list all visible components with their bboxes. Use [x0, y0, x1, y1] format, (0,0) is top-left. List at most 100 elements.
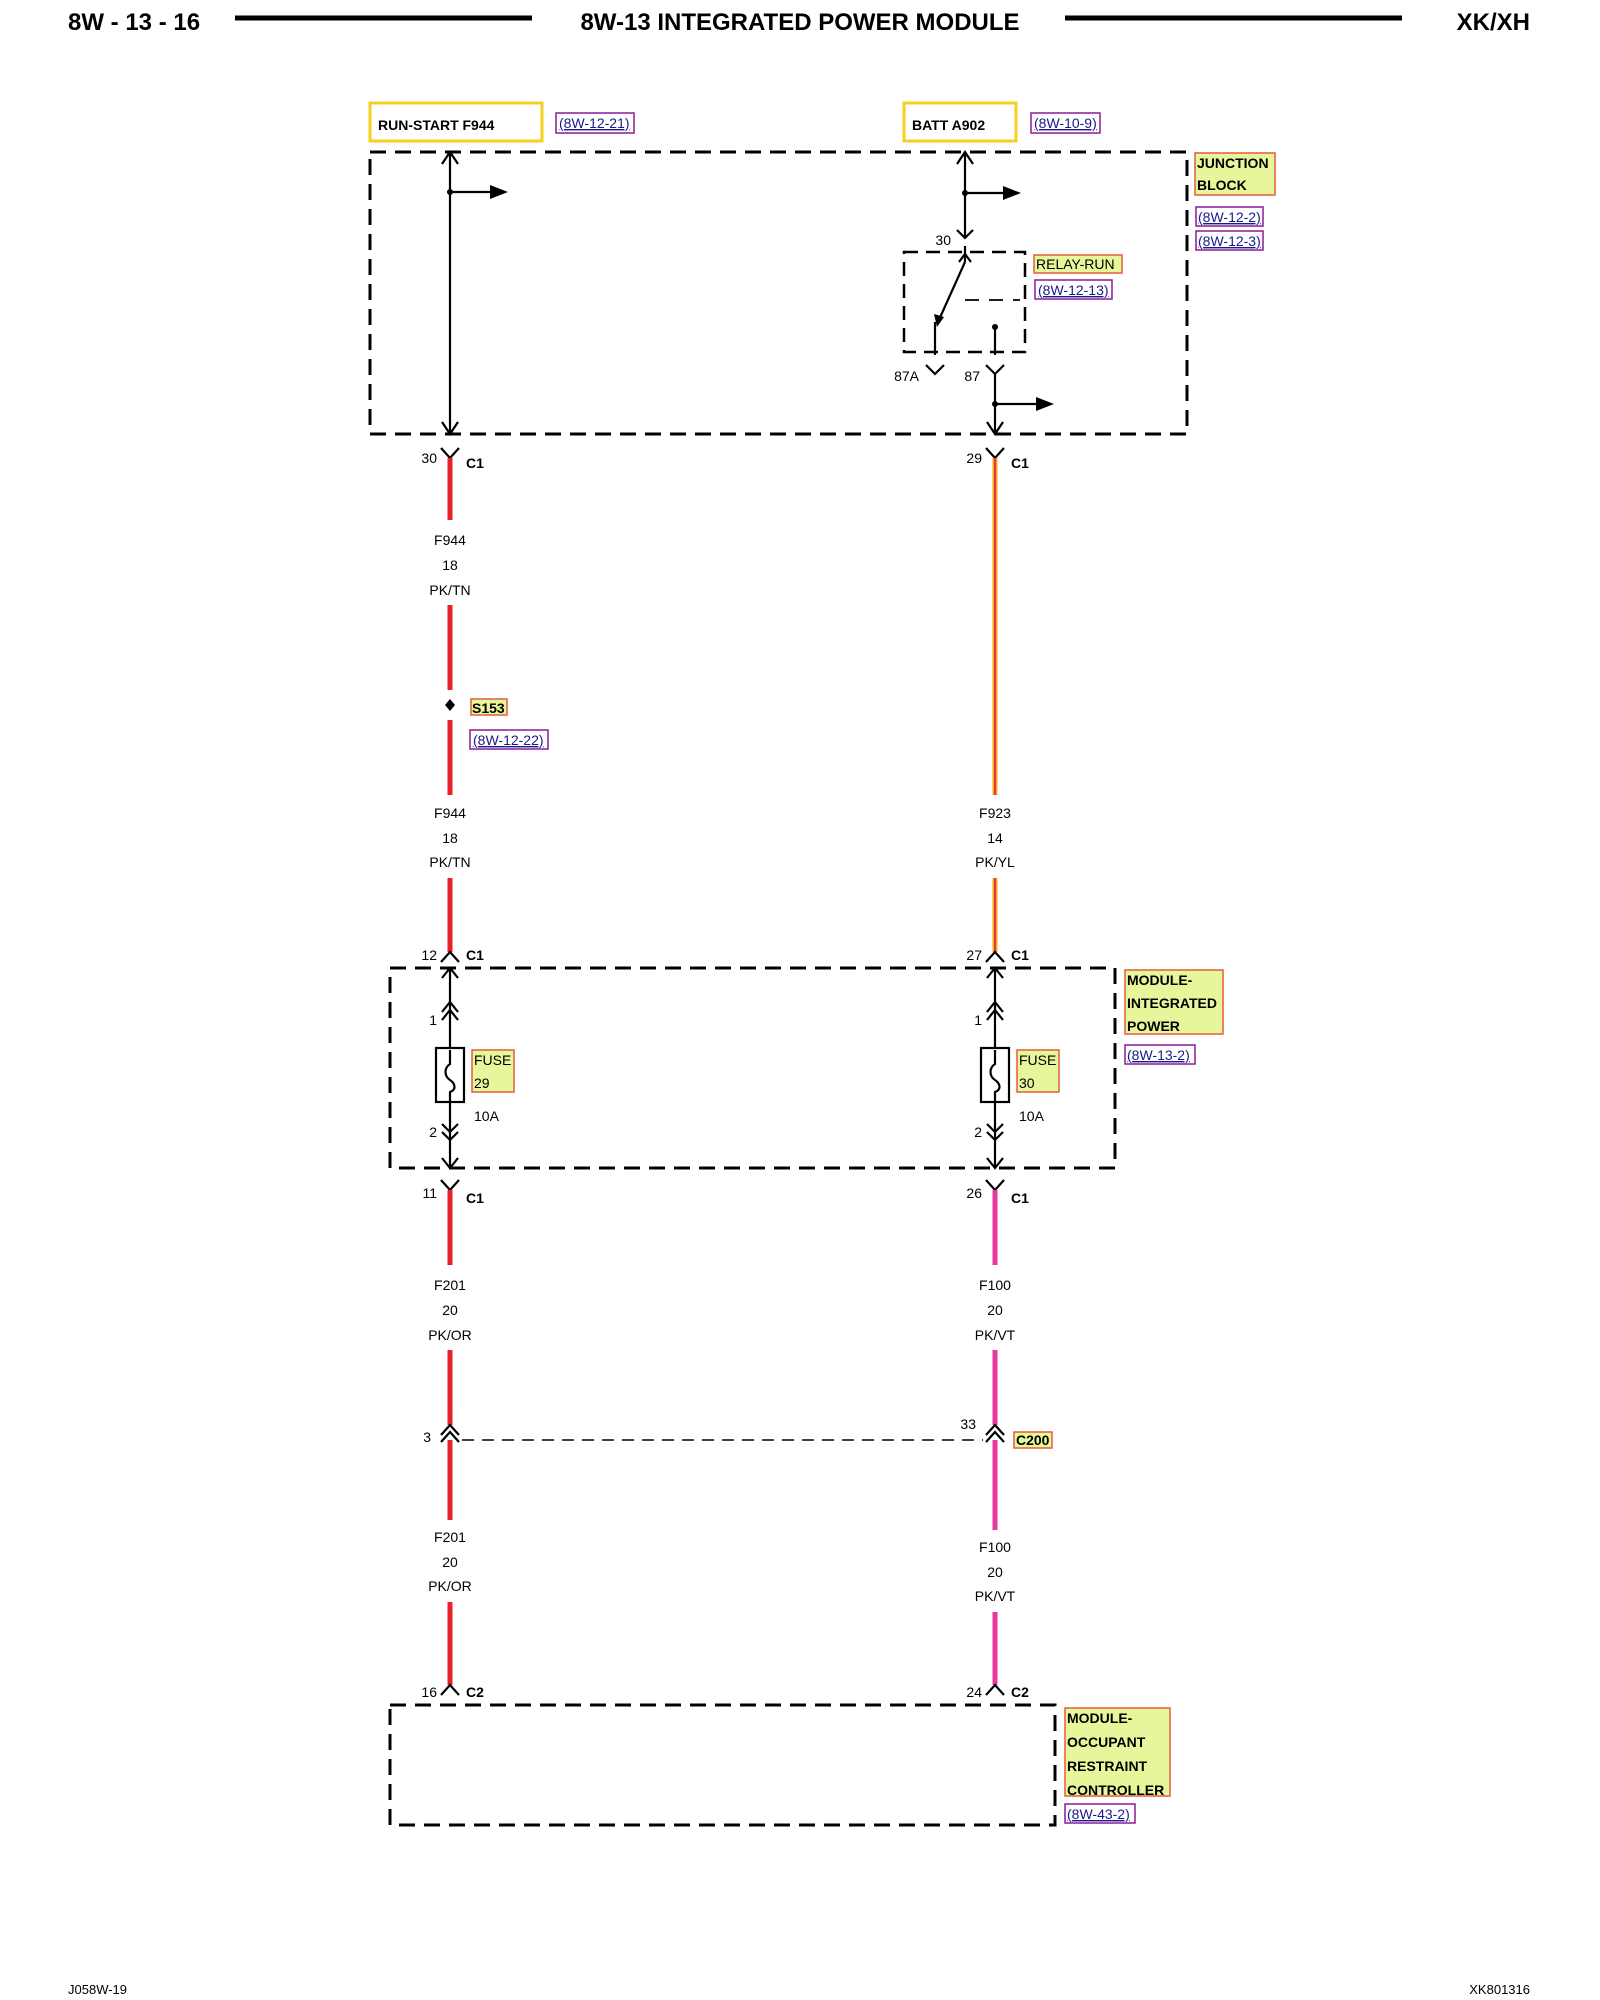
- arrow-right-icon: [1003, 186, 1021, 200]
- footer-code-right: XK801316: [1469, 1982, 1530, 1997]
- ref-box: [469, 729, 549, 750]
- orc-label-3: RESTRAINT: [1067, 1758, 1148, 1774]
- wire-label: F944 18 PK/TN: [429, 532, 470, 598]
- relay-pin-87: 87: [964, 368, 980, 384]
- ref-link-run-start[interactable]: (8W-12-21): [559, 115, 630, 131]
- junction-block: JUNCTION BLOCK (8W-12-2) (8W-12-3) 30: [368, 150, 1276, 436]
- ref-link-junction-1[interactable]: (8W-12-2): [1198, 209, 1261, 225]
- connector-c200: 3 33 C200: [423, 1416, 1053, 1449]
- ref-box: [1064, 1803, 1136, 1824]
- source-label-right: BATT A902: [912, 117, 985, 133]
- junction-block-outline: [368, 150, 1189, 436]
- wire-label: F100 20 PK/VT: [975, 1277, 1016, 1343]
- wire-gauge: 20: [987, 1302, 1003, 1318]
- fuse-number: 29: [474, 1075, 490, 1091]
- wire-color: PK/OR: [428, 1327, 472, 1343]
- label-highlight: [1016, 1049, 1060, 1093]
- connector-pin: 29: [966, 450, 982, 466]
- connector-pin: 11: [422, 1185, 437, 1201]
- page-footer: J058W-19 XK801316: [68, 1982, 1530, 1997]
- wire-f201: F201 20 PK/OR F201 20 PK/OR: [428, 1190, 472, 1685]
- connector-id: C2: [1011, 1684, 1029, 1700]
- arrow-right-icon: [1036, 397, 1054, 411]
- ipm-connector-right-in: 27 C1: [966, 947, 1029, 963]
- ref-link-relay[interactable]: (8W-12-13): [1038, 282, 1109, 298]
- label-highlight: [1124, 969, 1224, 1035]
- fuse-rating: 10A: [474, 1108, 500, 1124]
- ref-link-orc[interactable]: (8W-43-2): [1067, 1806, 1130, 1822]
- wire-f944: F944 18 PK/TN S153 (8W-12-22) F944 18 PK…: [429, 458, 549, 952]
- connector-id: C1: [466, 455, 484, 471]
- source-run-start: RUN-START F944 (8W-12-21): [368, 101, 635, 143]
- connector-c200-label: C200: [1016, 1432, 1050, 1448]
- wire-label: F201 20 PK/OR: [428, 1277, 472, 1343]
- label-highlight: [1033, 254, 1123, 274]
- connector-pin: 27: [966, 947, 982, 963]
- connector-pin: 12: [421, 947, 437, 963]
- orc-label-4: CONTROLLER: [1067, 1782, 1164, 1798]
- wire-circuit: F100: [979, 1277, 1011, 1293]
- ref-link-junction-2[interactable]: (8W-12-3): [1198, 233, 1261, 249]
- wire-gauge: 18: [442, 830, 458, 846]
- connector-pin: 33: [960, 1416, 976, 1432]
- pin-87a-connector: [925, 364, 945, 376]
- arrow-down: [441, 421, 459, 436]
- jb-connector-left: 30 C1: [421, 447, 484, 471]
- vehicle-code: XK/XH: [1457, 9, 1530, 36]
- connector-id: C1: [1011, 947, 1029, 963]
- ipm-connector-left-out: 11 C1: [422, 1179, 484, 1206]
- arrow-right-icon: [490, 185, 508, 199]
- fuse-29: 1 FUSE 29 10A 2: [429, 966, 515, 1170]
- fuse-30: 1 FUSE 30 10A 2: [974, 966, 1060, 1170]
- wire-color: PK/OR: [428, 1578, 472, 1594]
- wire-color: PK/YL: [975, 854, 1015, 870]
- wire-circuit: F944: [434, 805, 466, 821]
- ipm-label-1: MODULE-: [1127, 972, 1193, 988]
- relay-switch-arm: [936, 261, 967, 323]
- wire-circuit: F944: [434, 532, 466, 548]
- fuse-label: FUSE: [1019, 1052, 1056, 1068]
- ref-box: [1124, 1044, 1196, 1065]
- fuse-number: 30: [1019, 1075, 1035, 1091]
- ipm-connector-right-out: 26 C1: [966, 1179, 1029, 1206]
- wire-circuit: F100: [979, 1539, 1011, 1555]
- wire-gauge: 20: [442, 1302, 458, 1318]
- connector-id: C1: [1011, 1190, 1029, 1206]
- connector-id: C1: [466, 947, 484, 963]
- ipm-connector-left-in: 12 C1: [421, 947, 484, 963]
- footer-code-left: J058W-19: [68, 1982, 127, 1997]
- connector-pin: 30: [421, 450, 437, 466]
- ref-box: [555, 112, 635, 134]
- splice-label: S153: [472, 700, 505, 716]
- connector-pin: 3: [423, 1429, 431, 1445]
- junction-block-label-1: JUNCTION: [1197, 155, 1269, 171]
- wire-label: F100 20 PK/VT: [975, 1539, 1016, 1604]
- label-highlight: [1194, 152, 1276, 196]
- ref-link-ipm[interactable]: (8W-13-2): [1127, 1047, 1190, 1063]
- label-highlight: [470, 698, 508, 716]
- jb-connector-right: 29 C1: [966, 447, 1029, 471]
- ref-link-splice[interactable]: (8W-12-22): [473, 732, 544, 748]
- source-box-left: [368, 101, 544, 143]
- orc-label-2: OCCUPANT: [1067, 1734, 1146, 1750]
- splice-s153: S153 (8W-12-22): [445, 698, 549, 750]
- wire-gauge: 14: [987, 830, 1003, 846]
- ref-link-batt[interactable]: (8W-10-9): [1034, 115, 1097, 131]
- source-box-right: [902, 101, 1018, 143]
- orc-outline: [388, 1703, 1057, 1827]
- wire-gauge: 20: [442, 1554, 458, 1570]
- label-highlight: [1064, 1707, 1171, 1797]
- fuse-pin: 1: [429, 1012, 437, 1028]
- ref-box: [1034, 279, 1113, 300]
- relay-outline: [902, 250, 1027, 354]
- fuse-pin: 1: [974, 1012, 982, 1028]
- label-highlight: [471, 1049, 515, 1093]
- wire-circuit: F201: [434, 1529, 466, 1545]
- jb-left-path: [441, 150, 508, 436]
- orc-connector-right: 24 C2: [966, 1683, 1029, 1700]
- wire-gauge: 18: [442, 557, 458, 573]
- wire-circuit: F201: [434, 1277, 466, 1293]
- page-header: 8W - 13 - 16 8W-13 INTEGRATED POWER MODU…: [68, 9, 1530, 36]
- connector-id: C1: [466, 1190, 484, 1206]
- connector-pin: 26: [966, 1185, 982, 1201]
